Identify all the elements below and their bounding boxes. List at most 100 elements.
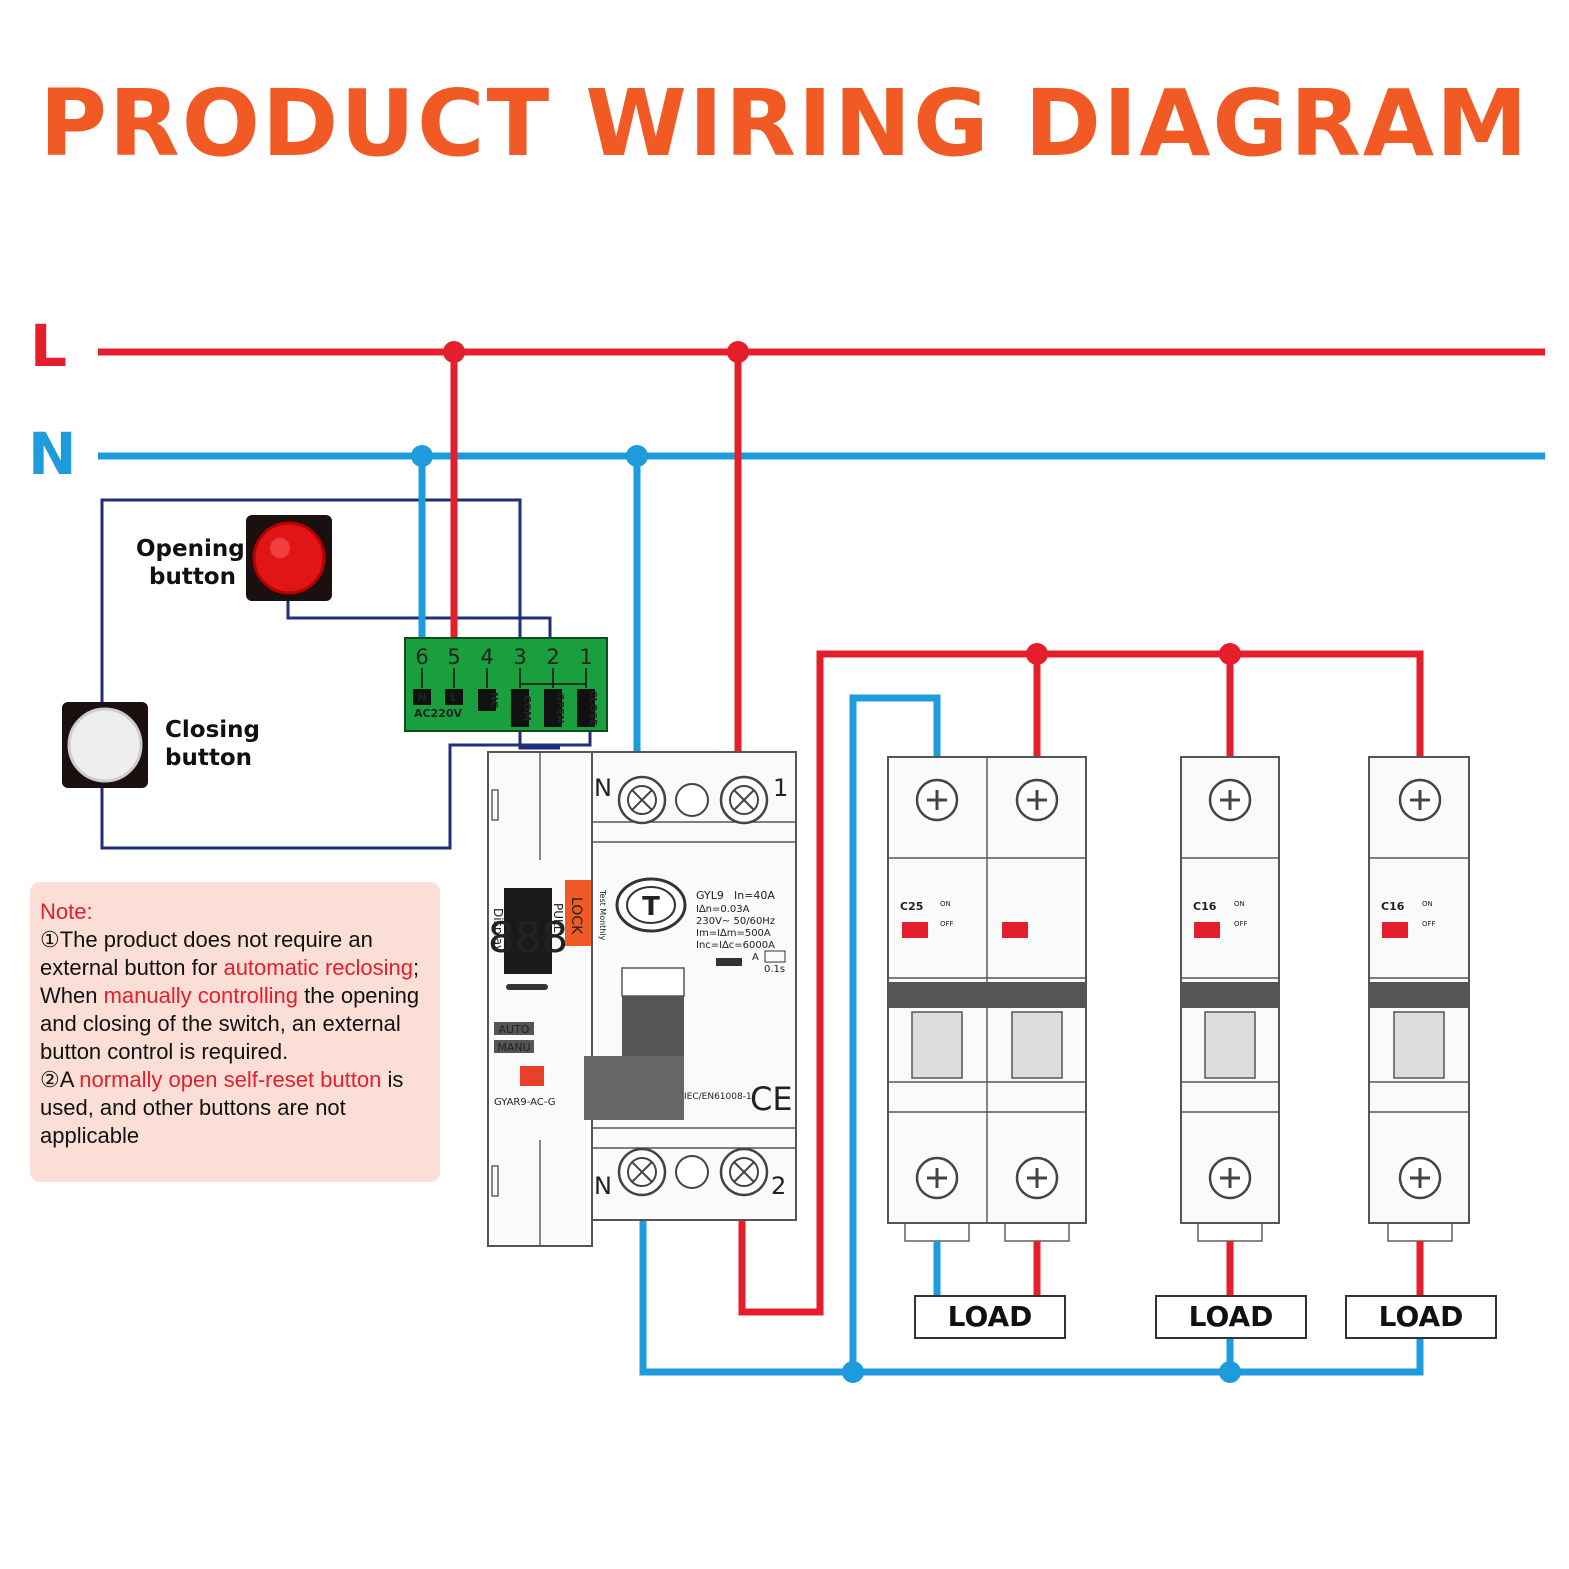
main-breaker: N 1 N 2 888 Display PULL LOCK AUTO MANU … [487, 751, 797, 1247]
mcb-on-label: ON [1422, 900, 1433, 908]
manu-label: MANU [497, 1041, 530, 1054]
note-text: ②A [40, 1067, 80, 1092]
load-box: LOAD [1345, 1295, 1497, 1339]
mcb-on-label: ON [940, 900, 951, 908]
spec-model: GYL9 [696, 889, 724, 902]
note-box: Note: ①The product does not require an e… [30, 882, 440, 1182]
control-wire-com [288, 498, 522, 640]
pull-label: PULL [551, 903, 565, 933]
note-highlight: manually controlling [103, 983, 299, 1008]
terminal-label: COM [521, 695, 532, 721]
terminal-label-n: N [594, 1172, 612, 1200]
closing-button-label-line1: Closing [165, 717, 260, 743]
terminal-label: CLOSE [587, 690, 598, 726]
junction-dot [1219, 643, 1241, 665]
breaker-handle-base [584, 1056, 684, 1120]
terminal-label-1: 1 [773, 774, 788, 802]
terminal-label: L [450, 691, 457, 704]
junction-dot [1026, 643, 1048, 665]
live-output-bus [738, 650, 1424, 1316]
auto-label: AUTO [499, 1023, 530, 1036]
mcb-rating: C16 [1193, 900, 1217, 913]
control-wire-common [100, 498, 592, 850]
terminal-number: 2 [546, 645, 559, 669]
spec-idn: I∆n=0.03A [696, 904, 750, 915]
junction-dot [727, 341, 749, 363]
test-label: T [642, 892, 660, 922]
neutral-line-label: N [28, 420, 77, 488]
junction-dots [411, 341, 1241, 1383]
note-paragraph-3: ②A normally open self-reset button is us… [40, 1066, 430, 1150]
page-title: PRODUCT WIRING DIAGRAM [39, 70, 1530, 177]
ce-mark: CE [750, 1080, 793, 1118]
auto-manu-switch [520, 1066, 544, 1086]
terminal-number: 3 [513, 645, 526, 669]
terminal-label: NC [488, 692, 499, 708]
terminal-supply-label: AC220V [414, 707, 463, 720]
note-text: the opening and closing of the switch, a… [40, 983, 420, 1064]
closing-button [62, 702, 148, 788]
note-text: is used, and other buttons are not appli… [40, 1067, 404, 1148]
note-highlight: automatic reclosing [223, 955, 413, 980]
opening-button-label: Opening button [136, 535, 245, 591]
terminal-number: 6 [415, 645, 428, 669]
display-digits: 888 [488, 913, 568, 962]
spec-inc: Inc=I∆c=6000A [696, 940, 775, 951]
junction-dot [411, 445, 433, 467]
terminal-number: 4 [480, 645, 493, 669]
spec-voltage: 230V~ 50/60Hz [696, 916, 775, 927]
note-text: ①The product does not require an externa… [40, 927, 373, 980]
mcb-indicator [1002, 922, 1028, 938]
load-box: LOAD [914, 1295, 1066, 1339]
terminal-label-2: 2 [771, 1172, 786, 1200]
mcb-single-pole: C16 ON OFF [1368, 756, 1470, 1242]
lock-tab [565, 880, 591, 946]
spec-im: Im=I∆m=500A [696, 928, 771, 939]
note-paragraph-1: ①The product does not require an externa… [40, 926, 430, 982]
terminal-label: N [417, 691, 426, 704]
terminal-label-n: N [594, 774, 612, 802]
spec-rating: In=40A [734, 889, 775, 902]
neutral-output-bus [639, 1190, 1424, 1376]
module-model: GYAR9-AC-G [494, 1097, 556, 1108]
junction-dot [443, 341, 465, 363]
neutral-to-mcb1 [849, 694, 941, 1372]
terminal-number: 1 [579, 645, 592, 669]
mcb-single-pole: C16 ON OFF [1180, 756, 1280, 1242]
opening-button-label-line1: Opening [136, 536, 245, 562]
note-heading: Note: [40, 899, 93, 924]
breaker-handle [622, 996, 684, 1056]
spec-trip-time: 0.1s [764, 964, 785, 975]
closing-button-label-line2: button [165, 745, 253, 771]
junction-dot [842, 1361, 864, 1383]
standard-label: IEC/EN61008-1 [684, 1092, 752, 1102]
mcb-on-label: ON [1234, 900, 1245, 908]
spec-type-a: A [752, 952, 759, 963]
note-highlight: normally open self-reset button [79, 1067, 382, 1092]
mcb-indicator [1382, 922, 1408, 938]
terminal-label: OPEN [554, 692, 565, 723]
terminal-number: 5 [447, 645, 460, 669]
mcb-indicator [902, 922, 928, 938]
mcb-off-label: OFF [1422, 920, 1436, 928]
mcb-off-label: OFF [940, 920, 954, 928]
terminal-block: 6 5 4 3 2 1 N L NC COM OPEN CLOSE AC220V [404, 637, 608, 732]
note-paragraph-2: When manually controlling the opening an… [40, 982, 430, 1066]
mcb-rating: C16 [1381, 900, 1405, 913]
mcb-off-label: OFF [1234, 920, 1248, 928]
opening-button [246, 515, 332, 601]
control-wire-bottom [518, 730, 560, 750]
display-label: Display [491, 908, 505, 952]
terminal-numbers: 6 5 4 3 2 1 [415, 645, 592, 669]
note-text: When [40, 983, 104, 1008]
opening-button-label-line2: button [148, 564, 236, 590]
note-text: ; [413, 955, 420, 980]
live-line-label: L [30, 312, 67, 380]
lock-label: LOCK [568, 897, 584, 935]
load-box: LOAD [1155, 1295, 1307, 1339]
mcb-two-pole: C25 ON OFF [887, 756, 1087, 1242]
test-monthly-label: Test Monthly [598, 889, 607, 941]
junction-dot [1219, 1361, 1241, 1383]
mcb-indicator [1194, 922, 1220, 938]
